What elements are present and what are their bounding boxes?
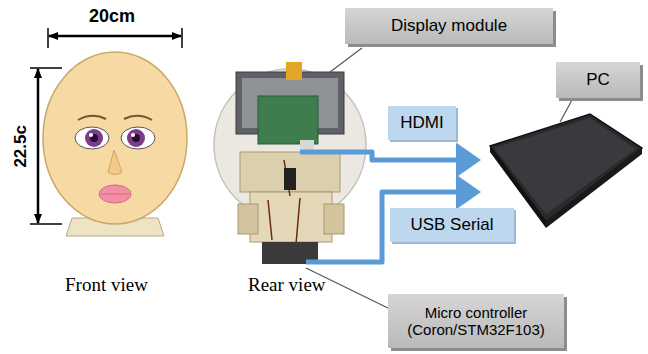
- box-text: Micro controller (Coron/STM32F103): [396, 304, 556, 339]
- dimension-label: 20cm: [89, 7, 135, 27]
- view-caption: Front view: [65, 275, 148, 296]
- box-text: USB Serial: [410, 215, 493, 235]
- signal-label-box: HDMI: [388, 106, 456, 140]
- leader-lines: [306, 48, 572, 310]
- robot-face: [43, 52, 187, 236]
- view-caption: Rear view: [248, 275, 326, 296]
- robot-rear-photo: [214, 62, 366, 264]
- box-text: HDMI: [400, 113, 443, 133]
- signal-arrows: [300, 152, 476, 262]
- callout-box: Display module: [345, 8, 553, 44]
- dimension-label: 22.5c: [12, 125, 31, 168]
- box-text: Display module: [391, 16, 507, 36]
- signal-label-box: USB Serial: [390, 208, 514, 242]
- callout-box: PC: [556, 62, 640, 98]
- box-text: PC: [586, 70, 610, 90]
- callout-box: Micro controller (Coron/STM32F103): [388, 294, 564, 348]
